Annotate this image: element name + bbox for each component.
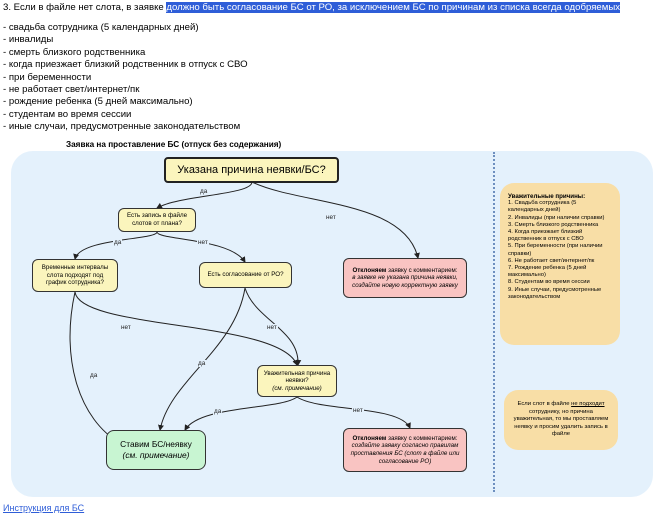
list-item: 4. Когда приезжает близкий родственник в… — [508, 229, 584, 243]
list-item: - когда приезжает близкий родственник в … — [3, 59, 248, 71]
connector-intervals-to-put — [69, 291, 121, 444]
list-item: - не работает свет/интернет/пк — [3, 84, 140, 96]
list-item: 5. При беременности (при наличии справки… — [508, 243, 603, 257]
note-part-a: Если слот в файле — [517, 401, 572, 408]
list-item: - студентам во время сессии — [3, 108, 132, 120]
connector-main-to-slot — [156, 181, 253, 209]
list-item: - инвалиды — [3, 34, 54, 46]
reject1-comment: в заявке не указана причина неявки, созд… — [352, 274, 458, 289]
note-part-b: не подходит — [571, 401, 605, 408]
list-item: - свадьба сотрудника (5 календарных дней… — [3, 22, 199, 33]
label-yes: да — [199, 188, 209, 195]
reject2-bold: Отклоняем — [352, 434, 387, 442]
main-question-label: Указана причина неявки/БС? — [177, 163, 326, 176]
reject2-rest: заявку с комментарием: — [386, 434, 458, 442]
list-item: 6. Не работает свет/интернет/пк — [508, 257, 595, 264]
valid-reason-note: (см. примечание) — [272, 384, 322, 392]
put-bs-label: Ставим БС/неявку — [120, 439, 192, 449]
panel-divider — [493, 152, 495, 492]
main-question-box: Указана причина неявки/БС? — [164, 157, 339, 183]
reject1-bold: Отклоняем — [352, 266, 387, 274]
label-no: нет — [266, 324, 278, 331]
connector-intervals-to-valid — [74, 291, 299, 366]
label-no: нет — [325, 214, 337, 221]
note-part-c: сотруднику, но причина уважительная, то … — [513, 408, 609, 438]
reject2-comment: создайте заявку согласно правилам проста… — [350, 442, 460, 465]
instruction-link[interactable]: Инструкция для БС — [3, 503, 85, 513]
connector-slot-to-approval — [156, 231, 246, 263]
reject-rules-box: Отклоняем заявку с комментарием: создайт… — [343, 428, 467, 472]
label-yes: да — [113, 239, 123, 246]
connector-valid-to-put — [184, 396, 298, 431]
intro-prefix: 3. Если в файле нет слота, в заявке — [3, 2, 167, 13]
list-item: 9. Иные случаи, предусмотренные законода… — [508, 286, 602, 300]
slot-question-label: Есть запись в файле слотов от плана? — [126, 212, 188, 227]
list-item: - рождение ребенка (5 дней максимально) — [3, 96, 193, 108]
list-item: 2. Инвалиды (при наличии справки) — [508, 214, 605, 221]
put-bs-note: (см. примечание) — [122, 450, 190, 460]
slot-question-box: Есть запись в файле слотов от плана? — [118, 208, 196, 232]
put-bs-box: Ставим БС/неявку (см. примечание) — [106, 430, 206, 470]
reject-no-reason-box: Отклоняем заявку с комментарием: в заявк… — [343, 258, 467, 298]
label-no: нет — [352, 407, 364, 414]
valid-reasons-card: Уважительные причины: 1. Свадьба сотрудн… — [500, 183, 620, 345]
valid-reasons-title: Уважительные причины: — [508, 193, 586, 200]
label-yes: да — [89, 372, 99, 379]
connector-approval-to-put — [158, 287, 246, 431]
list-item: 3. Смерть близкого родственника — [508, 221, 599, 228]
reasons-list: - свадьба сотрудника (5 календарных дней… — [3, 22, 248, 134]
flowchart-title: Заявка на проставление БС (отпуск без со… — [66, 140, 282, 149]
list-item: - смерть близкого родственника — [3, 46, 146, 58]
reject1-rest: заявку с комментарием: — [386, 266, 458, 274]
valid-reason-label: Уважительная причина неявки? — [263, 369, 331, 385]
label-yes: да — [213, 408, 223, 415]
list-item: 8. Студентам во время сессии — [508, 279, 590, 286]
slot-note-card: Если слот в файле не подходит сотруднику… — [504, 390, 618, 450]
approval-question-box: Есть согласование от РО? — [199, 262, 292, 288]
intro-text: 3. Если в файле нет слота, в заявке долж… — [3, 2, 621, 13]
intro-highlight[interactable]: должно быть согласование БС от РО, за ис… — [166, 2, 621, 13]
intervals-question-label: Временные интервалы слота подходят под г… — [41, 264, 109, 287]
label-yes: да — [197, 360, 207, 367]
list-item: - при беременности — [3, 71, 92, 83]
intervals-question-box: Временные интервалы слота подходят под г… — [32, 259, 118, 292]
list-item: 1. Свадьба сотрудника (5 календарных дне… — [508, 200, 577, 214]
valid-reason-box: Уважительная причина неявки? (см. примеч… — [257, 365, 337, 397]
label-no: нет — [197, 239, 209, 246]
approval-question-label: Есть согласование от РО? — [207, 271, 284, 279]
list-item: 7. Рождение ребенка (5 дней максимально) — [508, 265, 587, 279]
connector-main-to-reject1 — [251, 181, 420, 259]
list-item: - иные случаи, предусмотренные законодат… — [3, 121, 241, 133]
label-no: нет — [120, 324, 132, 331]
